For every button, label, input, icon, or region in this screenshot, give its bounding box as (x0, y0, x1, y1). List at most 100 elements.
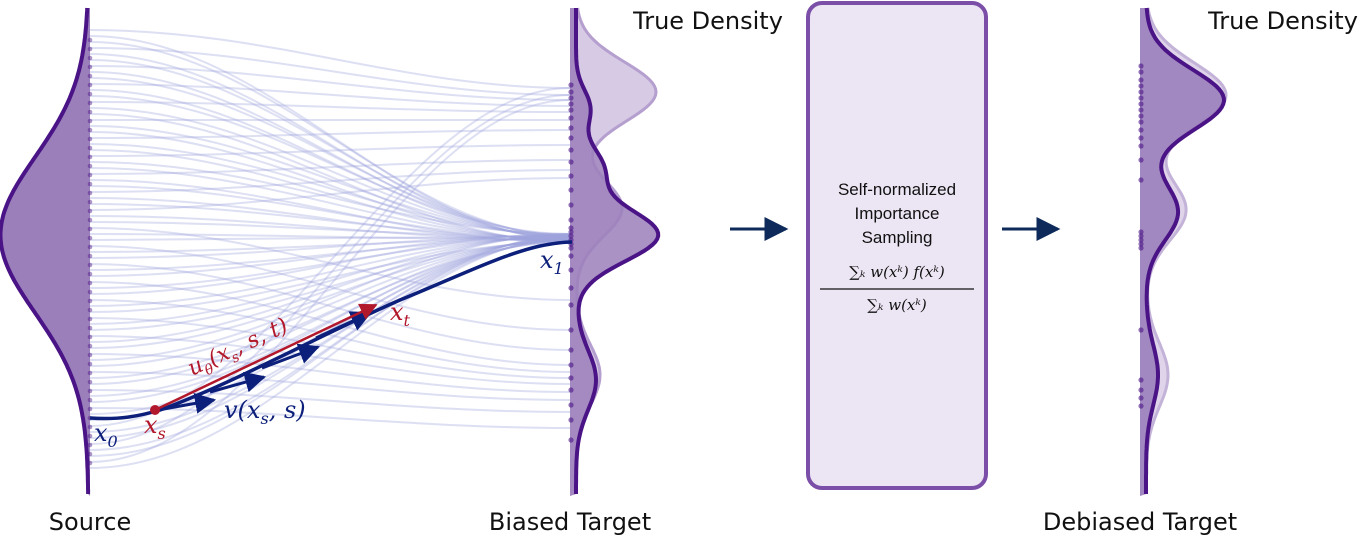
sample-dot (87, 280, 93, 286)
flow-line (89, 233, 571, 343)
sample-dot (568, 229, 574, 235)
sample-dot (87, 316, 93, 322)
sample-dot (87, 145, 93, 151)
biased-target-density (568, 7, 661, 496)
sample-dot (87, 442, 93, 448)
sample-dot (568, 362, 574, 368)
flow-line (89, 299, 571, 373)
flow-line (89, 129, 571, 139)
sample-dot (87, 100, 93, 106)
sample-dot (87, 163, 93, 169)
sample-dot (87, 217, 93, 223)
x0-label: x0 (94, 419, 118, 451)
sample-dot (568, 95, 574, 101)
flow-line (89, 179, 571, 243)
sample-dot (87, 433, 93, 439)
flow-line (89, 237, 571, 271)
source-label: Source (49, 508, 131, 536)
flow-line (89, 94, 571, 445)
debiased-target-density (1138, 7, 1228, 496)
flow-line (89, 237, 571, 451)
sample-dot (87, 118, 93, 124)
x1-label: x1 (540, 246, 564, 278)
flow-line (89, 335, 571, 385)
sample-dot (87, 181, 93, 187)
box-line-3: Sampling (862, 228, 933, 247)
sample-dot (87, 55, 93, 61)
sample-dot (87, 424, 93, 430)
flow-line (89, 238, 571, 433)
sample-dot (87, 352, 93, 358)
sample-dot (87, 334, 93, 340)
sample-dot (568, 135, 574, 141)
sample-dot (87, 307, 93, 313)
flow-line (89, 177, 571, 211)
flow-line (89, 245, 571, 331)
flow-line (89, 234, 571, 457)
flow-line (89, 234, 571, 259)
sample-dot (1138, 135, 1144, 141)
flow-line (89, 237, 571, 469)
debiased-target-curve (1144, 7, 1227, 494)
flow-line (89, 159, 571, 175)
sample-dot (1138, 395, 1144, 401)
sample-dot (87, 451, 93, 457)
flow-line (89, 143, 571, 236)
sample-dot (87, 199, 93, 205)
sample-dot (87, 64, 93, 70)
flow-line (89, 29, 571, 89)
flow-line (89, 263, 571, 351)
flow-line (89, 161, 571, 235)
flow-line (89, 169, 571, 193)
sample-dot (568, 387, 574, 393)
flow-line (89, 203, 571, 239)
sample-dot (568, 327, 574, 333)
sample-dot (1138, 95, 1144, 101)
source-density (0, 7, 93, 496)
sample-dot (87, 325, 93, 331)
flow-line (89, 237, 571, 253)
sample-dot (87, 244, 93, 250)
target-samples (568, 82, 574, 443)
velocity-arrow-3 (261, 343, 320, 370)
flow-lines (89, 29, 571, 469)
sample-dot (1138, 127, 1144, 133)
sample-dot (568, 82, 574, 88)
sample-dot (1138, 245, 1144, 251)
sample-dot (87, 361, 93, 367)
flow-line (89, 233, 571, 361)
sample-dot (87, 73, 93, 79)
sample-dot (568, 437, 574, 443)
sample-dot (87, 226, 93, 232)
flow-line (89, 353, 571, 393)
xs-label: xs (144, 411, 166, 443)
flow-line (89, 99, 571, 463)
sample-dot (87, 262, 93, 268)
sample-dot (87, 127, 93, 133)
sample-dot (1138, 237, 1144, 243)
snis-box: Self-normalized Importance Sampling ∑ₖ w… (806, 1, 988, 490)
sample-dot (87, 379, 93, 385)
sample-dot (568, 253, 574, 259)
sample-dot (1138, 119, 1144, 125)
sample-dot (87, 298, 93, 304)
flow-line (89, 389, 571, 413)
flow-line (89, 237, 571, 403)
sample-dot (1138, 143, 1144, 149)
sample-dot (1138, 63, 1144, 69)
sample-dot (87, 154, 93, 160)
flow-line (89, 235, 571, 241)
flow-line (89, 239, 571, 415)
flow-line (89, 237, 571, 385)
sample-dot (87, 82, 93, 88)
sample-dot (87, 370, 93, 376)
sample-dot (87, 388, 93, 394)
sample-dot (1138, 113, 1144, 119)
flow-line (89, 41, 571, 238)
sample-dot (568, 245, 574, 251)
sample-dot (568, 225, 574, 231)
sample-dot (1138, 107, 1144, 113)
sample-dot (568, 187, 574, 193)
sample-dot (568, 115, 574, 121)
